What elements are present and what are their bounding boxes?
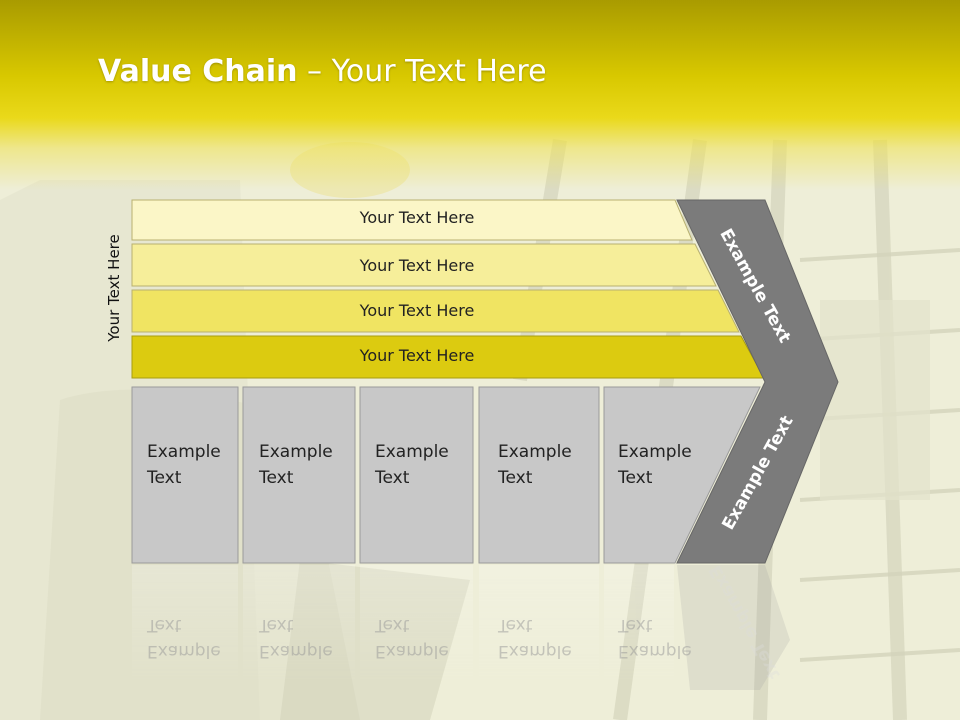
title-rest: – Your Text Here <box>297 54 547 89</box>
support-bar-1 <box>131 199 693 241</box>
reflection <box>132 565 790 690</box>
primary-box-4-line2: Text <box>498 468 533 488</box>
reflection-line1: Example <box>498 641 572 661</box>
primary-box-4-line1: Example <box>498 442 572 462</box>
primary-box-3 <box>359 386 474 564</box>
primary-box-2-line2: Text <box>259 468 294 488</box>
primary-box-5-label: Example Text <box>618 439 710 491</box>
support-bar-2 <box>131 243 717 287</box>
primary-box-2-reflection: Example Text <box>259 612 351 664</box>
primary-box-5-line1: Example <box>618 442 692 462</box>
support-bar-2-label: Your Text Here <box>359 256 475 275</box>
header-band <box>0 0 960 190</box>
reflection-line1: Example <box>375 641 449 661</box>
primary-box-5 <box>603 386 761 564</box>
reflection-line2: Text <box>259 615 294 635</box>
primary-box-4 <box>478 386 600 564</box>
reflection-line2: Text <box>147 615 182 635</box>
reflection-line1: Example <box>147 641 221 661</box>
reflection-line2: Text <box>498 615 533 635</box>
primary-box-3-line1: Example <box>375 442 449 462</box>
primary-box-2-label: Example Text <box>259 439 351 491</box>
primary-box-5-line2: Text <box>618 468 653 488</box>
primary-box-3-label: Example Text <box>375 439 467 491</box>
primary-box-3-line2: Text <box>375 468 410 488</box>
primary-box-2 <box>242 386 356 564</box>
support-bar-3 <box>131 289 740 333</box>
slide-title: Value Chain – Your Text Here <box>98 54 547 89</box>
reflection-line1: Example <box>618 641 692 661</box>
primary-box-5-reflection: Example Text <box>618 612 710 664</box>
title-bold: Value Chain <box>98 54 298 89</box>
primary-box-1-label: Example Text <box>147 439 239 491</box>
support-bar-1-label: Your Text Here <box>359 208 475 227</box>
primary-box-1-line1: Example <box>147 442 221 462</box>
primary-box-1 <box>131 386 239 564</box>
primary-box-3-reflection: Example Text <box>375 612 467 664</box>
primary-box-2-line1: Example <box>259 442 333 462</box>
primary-box-4-reflection: Example Text <box>498 612 590 664</box>
primary-box-4-label: Example Text <box>498 439 590 491</box>
support-bar-3-label: Your Text Here <box>359 301 475 320</box>
reflection-line2: Text <box>618 615 653 635</box>
margin-chevron <box>676 199 839 564</box>
primary-box-1-reflection: Example Text <box>147 612 239 664</box>
reflection-line1: Example <box>259 641 333 661</box>
primary-box-1-line2: Text <box>147 468 182 488</box>
support-bar-4-label: Your Text Here <box>359 346 475 365</box>
reflection-line2: Text <box>375 615 410 635</box>
